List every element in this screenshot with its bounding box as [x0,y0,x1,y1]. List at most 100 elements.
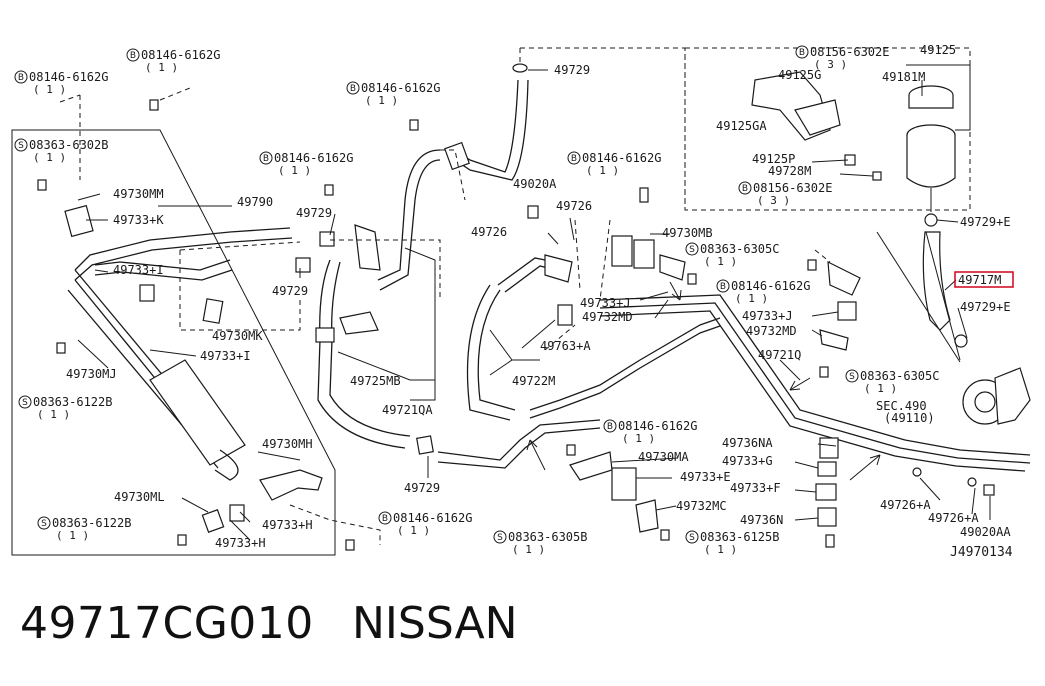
svg-text:( 1 ): ( 1 ) [735,292,768,305]
label-49125GA: 49125GA [716,119,767,133]
suction-hose-49717M [922,231,951,331]
svg-text:B: B [571,154,577,164]
callout-b2: B 08146-6162G ( 1 ) [126,48,220,74]
svg-text:08146-6162G: 08146-6162G [274,151,353,165]
svg-text:( 1 ): ( 1 ) [864,382,897,395]
reservoir-tank [906,85,956,227]
label-sec490: SEC.490 [876,399,927,413]
label-49733-f: 49733+F [730,481,781,495]
callout-b5: B 08146-6162G ( 1 ) [567,151,661,177]
svg-text:08146-6162G: 08146-6162G [731,279,810,293]
svg-text:S: S [689,245,695,255]
top-dash-bracket [520,47,686,210]
return-hose [315,259,434,455]
callout-b10: B 08146-6162G ( 1 ) [378,511,472,537]
label-49736N: 49736N [740,513,783,527]
svg-text:08363-6305C: 08363-6305C [860,369,939,383]
label-49125: 49125 [920,43,956,57]
svg-text:( 1 ): ( 1 ) [56,529,89,542]
label-49020A: 49020A [513,177,557,191]
callout-b8: B 08146-6162G ( 1 ) [716,279,810,305]
svg-text:S: S [41,519,47,529]
label-49733-h-2: 49733+H [215,536,266,550]
label-49736NA: 49736NA [722,436,773,450]
label-49732MD-2: 49732MD [746,324,797,338]
label-49732MC: 49732MC [676,499,727,513]
label-49729-c: 49729 [404,481,440,495]
label-49730MA: 49730MA [638,450,689,464]
label-49726-a-1: 49726+A [880,498,931,512]
label-49721Q: 49721Q [758,348,801,362]
callout-b4: B 08146-6162G ( 1 ) [259,151,353,177]
left-group-frame [11,129,336,556]
svg-text:( 1 ): ( 1 ) [512,543,545,556]
svg-text:( 3 ): ( 3 ) [757,194,790,207]
callout-b3: B 08146-6162G ( 1 ) [346,81,440,107]
label-49726-a: 49726 [471,225,507,239]
label-49722M: 49722M [512,374,555,388]
label-49733-k: 49733+K [113,213,164,227]
reservoir-bracket [751,71,841,141]
svg-text:08146-6162G: 08146-6162G [29,70,108,84]
svg-text:( 1 ): ( 1 ) [397,524,430,537]
part-labels: 49125 49181M 49125G 49125GA 49125P 49728… [66,43,1011,550]
svg-text:S: S [22,398,28,408]
label-49730MJ: 49730MJ [66,367,117,381]
svg-text:B: B [18,73,24,83]
svg-text:( 1 ): ( 1 ) [365,94,398,107]
svg-text:( 1 ): ( 1 ) [704,255,737,268]
label-49790: 49790 [237,195,273,209]
label-49728M: 49728M [768,164,811,178]
svg-text:08146-6162G: 08146-6162G [141,48,220,62]
svg-text:08156-6302E: 08156-6302E [753,181,832,195]
power-steering-pump [962,367,1031,425]
label-49181M: 49181M [882,70,925,84]
label-49730ML: 49730ML [114,490,165,504]
svg-text:S: S [497,533,503,543]
svg-text:S: S [18,141,24,151]
svg-text:( 1 ): ( 1 ) [704,543,737,556]
svg-text:08146-6162G: 08146-6162G [582,151,661,165]
label-49730MH: 49730MH [262,437,313,451]
callout-b1: B 08146-6162G ( 1 ) [14,70,108,96]
svg-text:08363-6122B: 08363-6122B [52,516,131,530]
svg-text:( 3 ): ( 3 ) [814,58,847,71]
callout-b7: B 08156-6302E ( 3 ) [738,181,832,207]
label-49726-a-2: 49726+A [928,511,979,525]
label-49726-b: 49726 [556,199,592,213]
svg-text:08363-6125B: 08363-6125B [700,530,779,544]
callout-s3: S 08363-6305C ( 1 ) [845,369,939,395]
clamps [37,99,995,551]
svg-text:B: B [742,184,748,194]
svg-text:08146-6162G: 08146-6162G [361,81,440,95]
svg-text:( 1 ): ( 1 ) [37,408,70,421]
cooler-pipes [67,227,293,481]
label-49730MB: 49730MB [662,226,713,240]
svg-text:B: B [720,282,726,292]
svg-text:( 1 ): ( 1 ) [586,164,619,177]
callout-s2: S 08363-6305C ( 1 ) [685,242,779,268]
svg-text:B: B [799,48,805,58]
label-49717M: 49717M [958,273,1001,287]
svg-text:08146-6162G: 08146-6162G [393,511,472,525]
label-49729-e-2: 49729+E [960,300,1011,314]
diagram-code: J4970134 [950,545,1013,560]
label-49729-a: 49729 [296,206,332,220]
svg-text:08363-6305C: 08363-6305C [700,242,779,256]
label-49125G: 49125G [778,68,821,82]
label-49730MM: 49730MM [113,187,164,201]
svg-text:S: S [849,372,855,382]
label-49733-i-1: 49733+I [113,263,164,277]
label-49733-j-2: 49733+J [742,309,793,323]
brand-caption: NISSAN [352,598,518,649]
label-49733-i-2: 49733+I [200,349,251,363]
label-49721QA: 49721QA [382,403,433,417]
svg-text:08146-6162G: 08146-6162G [618,419,697,433]
label-49733-g: 49733+G [722,454,773,468]
svg-text:B: B [607,422,613,432]
label-49125P: 49125P [752,152,795,166]
label-49729-e-1: 49729+E [960,215,1011,229]
svg-text:08156-6302E: 08156-6302E [810,45,889,59]
svg-text:B: B [130,51,136,61]
svg-text:( 1 ): ( 1 ) [145,61,178,74]
